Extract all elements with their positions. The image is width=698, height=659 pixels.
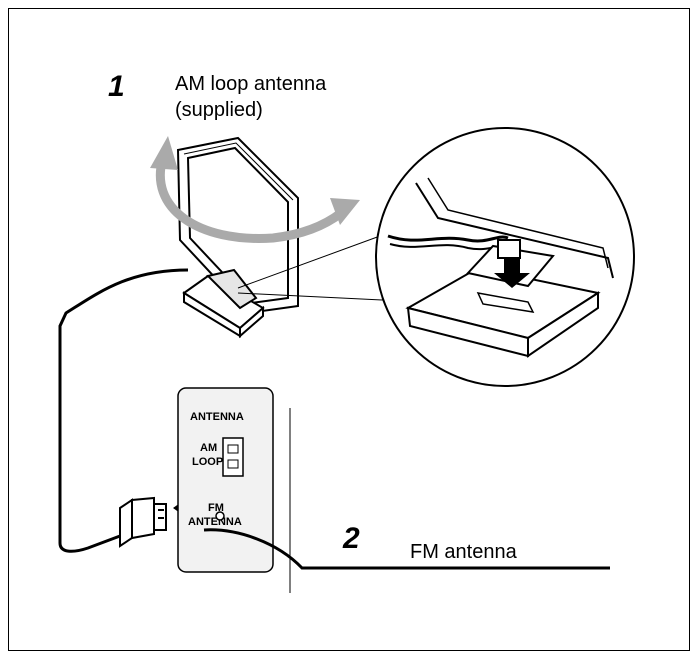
rear-panel: ANTENNA AM LOOP FM ANTENNA: [177, 387, 274, 573]
diagram-canvas: 1 AM loop antenna (supplied): [8, 8, 690, 651]
frame-border: [8, 8, 690, 651]
callout-line-bottom: [237, 292, 384, 301]
am-antenna-cable: [58, 268, 189, 553]
rotate-arrowhead-left: [150, 136, 178, 170]
am-loop-terminal: [222, 437, 244, 477]
am-plug-connector: [119, 496, 167, 548]
insert-arrow: [494, 258, 530, 288]
rotate-arrowhead-right: [330, 198, 360, 225]
panel-title: ANTENNA: [190, 411, 244, 423]
am-antenna-label-line1: AM loop antenna: [175, 73, 327, 95]
panel-am-label-line2: LOOP: [192, 456, 223, 468]
fm-antenna-label: FM antenna: [410, 541, 518, 563]
magnified-view: [375, 127, 635, 387]
callout-line-top: [237, 235, 381, 289]
am-loop-antenna: [176, 136, 299, 315]
step-1-number: 1: [108, 70, 125, 103]
panel-fm-label-line1: FM: [208, 502, 224, 514]
fm-antenna-terminal: [215, 511, 225, 521]
antenna-stand: [182, 268, 265, 339]
rotate-arrow: [155, 153, 346, 243]
panel-fm-label-line2: ANTENNA: [188, 516, 242, 528]
am-antenna-label-line2: (supplied): [175, 99, 263, 121]
panel-am-label-line1: AM: [200, 442, 217, 454]
fm-antenna-wire: [203, 528, 610, 570]
step-2-number: 2: [342, 522, 360, 555]
